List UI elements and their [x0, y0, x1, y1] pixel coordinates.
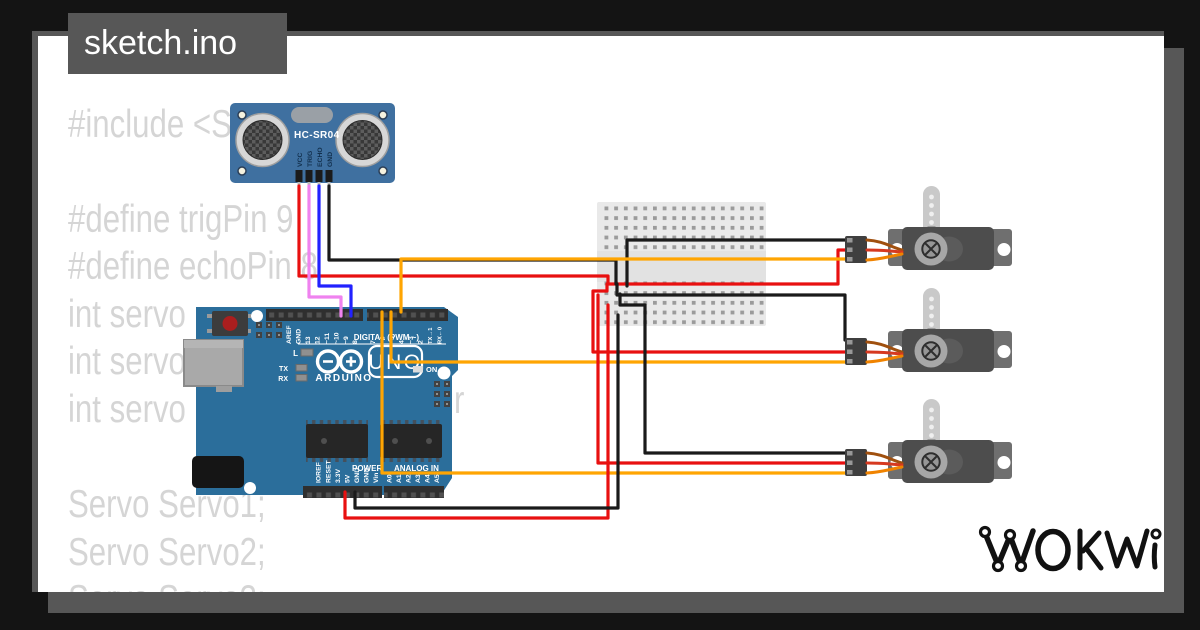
code-line: Servo Servo2; [68, 531, 266, 574]
wokwi-logo: WOKWI [978, 525, 1162, 573]
svg-text:13: 13 [305, 336, 312, 344]
wire-5v-red[interactable] [343, 303, 610, 520]
wire-servo3-signal[interactable] [380, 310, 848, 475]
mounting-hole [244, 482, 256, 494]
led-rx-label: RX [278, 376, 288, 383]
led-tx [295, 364, 308, 372]
power-header-label: POWER [352, 464, 382, 473]
wire-servo2-power[interactable] [591, 282, 848, 354]
svg-text:8: 8 [352, 340, 359, 344]
svg-text:7: 7 [370, 340, 377, 344]
led-tx-label: TX [279, 366, 288, 373]
code-line: #define trigPin 9 [68, 198, 294, 241]
code-line: #define echoPin 8 [68, 245, 318, 288]
wire-servo3-power[interactable] [596, 293, 848, 465]
pin-label-vcc: VCC [297, 153, 304, 167]
svg-text:GND: GND [364, 468, 371, 483]
led-on-label: ON [426, 365, 437, 374]
file-tab-sketch[interactable]: sketch.ino [68, 13, 287, 74]
icsp-header-right [434, 381, 450, 407]
svg-text:Vin: Vin [373, 473, 380, 483]
svg-text:A0: A0 [387, 474, 394, 483]
wire-servo2-gnd[interactable] [615, 282, 847, 342]
analog-pin-labels: A0 A1 A2 A3 A4 A5 [387, 474, 442, 483]
frame-bottom-band [48, 592, 1184, 613]
svg-text:~3: ~3 [408, 336, 415, 344]
svg-text:~9: ~9 [343, 336, 350, 344]
servo-motor-3[interactable] [843, 397, 1014, 485]
reset-button[interactable] [207, 311, 251, 336]
wire-trig-pink[interactable] [307, 184, 343, 318]
sensor-crystal [291, 107, 333, 123]
wire-gnd-black[interactable] [327, 184, 618, 286]
icsp-header-top [256, 322, 282, 338]
svg-text:3.3V: 3.3V [335, 469, 342, 483]
digital-header-label: DIGITAL (PWM ~) [354, 333, 420, 342]
mounting-hole [437, 366, 451, 380]
svg-text:A2: A2 [406, 474, 413, 483]
svg-text:GND: GND [296, 329, 303, 344]
svg-text:2: 2 [418, 340, 425, 344]
code-line: int servo [68, 340, 186, 383]
wire-servo3-gnd[interactable] [618, 292, 848, 455]
led-rx [295, 374, 308, 382]
code-line: #include <S [68, 103, 232, 146]
svg-text:5V: 5V [345, 474, 352, 483]
breadboard[interactable] [597, 202, 766, 327]
power-jack [192, 456, 244, 488]
wire-servo1-signal[interactable] [399, 257, 848, 314]
svg-text:A3: A3 [415, 474, 422, 483]
wire-servo2-signal[interactable] [389, 310, 848, 364]
transducer-left [235, 112, 290, 168]
svg-text:4: 4 [399, 340, 406, 344]
led-on [413, 366, 423, 373]
svg-text:RESET: RESET [326, 459, 333, 483]
ultrasonic-sensor[interactable]: HC-SR04 VCC TRIG ECHO GND [230, 103, 395, 190]
pin-label-gnd: GND [327, 152, 334, 167]
svg-text:RX←0: RX←0 [438, 327, 444, 344]
analog-header-label: ANALOG IN [394, 464, 439, 473]
svg-text:~11: ~11 [324, 333, 331, 344]
svg-text:A4: A4 [425, 474, 432, 483]
microcontroller-chip [306, 420, 368, 462]
mounting-hole [251, 310, 263, 322]
code-fragment: r [454, 379, 465, 422]
led-l-label: L [293, 349, 298, 358]
wire-gnd2-black[interactable] [353, 313, 620, 510]
wires [297, 184, 848, 520]
svg-text:GND: GND [354, 468, 361, 483]
servo-motor-1[interactable] [843, 184, 1014, 272]
code-line: int servo [68, 293, 186, 336]
wire-servo1-gnd[interactable] [625, 238, 848, 288]
usb-connector [183, 339, 244, 392]
code-line: int servo [68, 388, 186, 431]
svg-text:TX→1: TX→1 [428, 327, 434, 344]
pin-label-echo: ECHO [317, 147, 324, 167]
svg-text:~10: ~10 [334, 332, 341, 344]
svg-text:A5: A5 [434, 474, 441, 483]
wire-echo-blue[interactable] [317, 184, 353, 318]
led-l [300, 348, 314, 357]
servo-motor-2[interactable] [843, 286, 1014, 374]
svg-text:A1: A1 [396, 474, 403, 483]
secondary-chip [380, 420, 442, 462]
svg-text:AREF: AREF [286, 325, 293, 344]
pin-label-trig: TRIG [307, 151, 314, 167]
analog-header[interactable] [384, 486, 444, 498]
digital-header-left[interactable] [266, 309, 363, 321]
power-pin-labels: IOREF RESET 3.3V 5V GND GND Vin [316, 459, 381, 483]
arduino-uno[interactable]: AREF GND 13 12 ~11 ~10 ~9 8 7 ~6 ~5 4 ~3… [183, 307, 458, 498]
digital-header-right[interactable] [367, 309, 448, 321]
frame-bottom-black [0, 613, 1200, 630]
power-header[interactable] [303, 486, 382, 498]
svg-text:IOREF: IOREF [316, 462, 323, 483]
transducer-right [335, 112, 390, 168]
arduino-infinity-logo [315, 349, 364, 374]
arduino-brand: ARDUINO [315, 373, 372, 384]
svg-text:12: 12 [315, 336, 322, 344]
sensor-label: HC-SR04 [294, 130, 340, 141]
